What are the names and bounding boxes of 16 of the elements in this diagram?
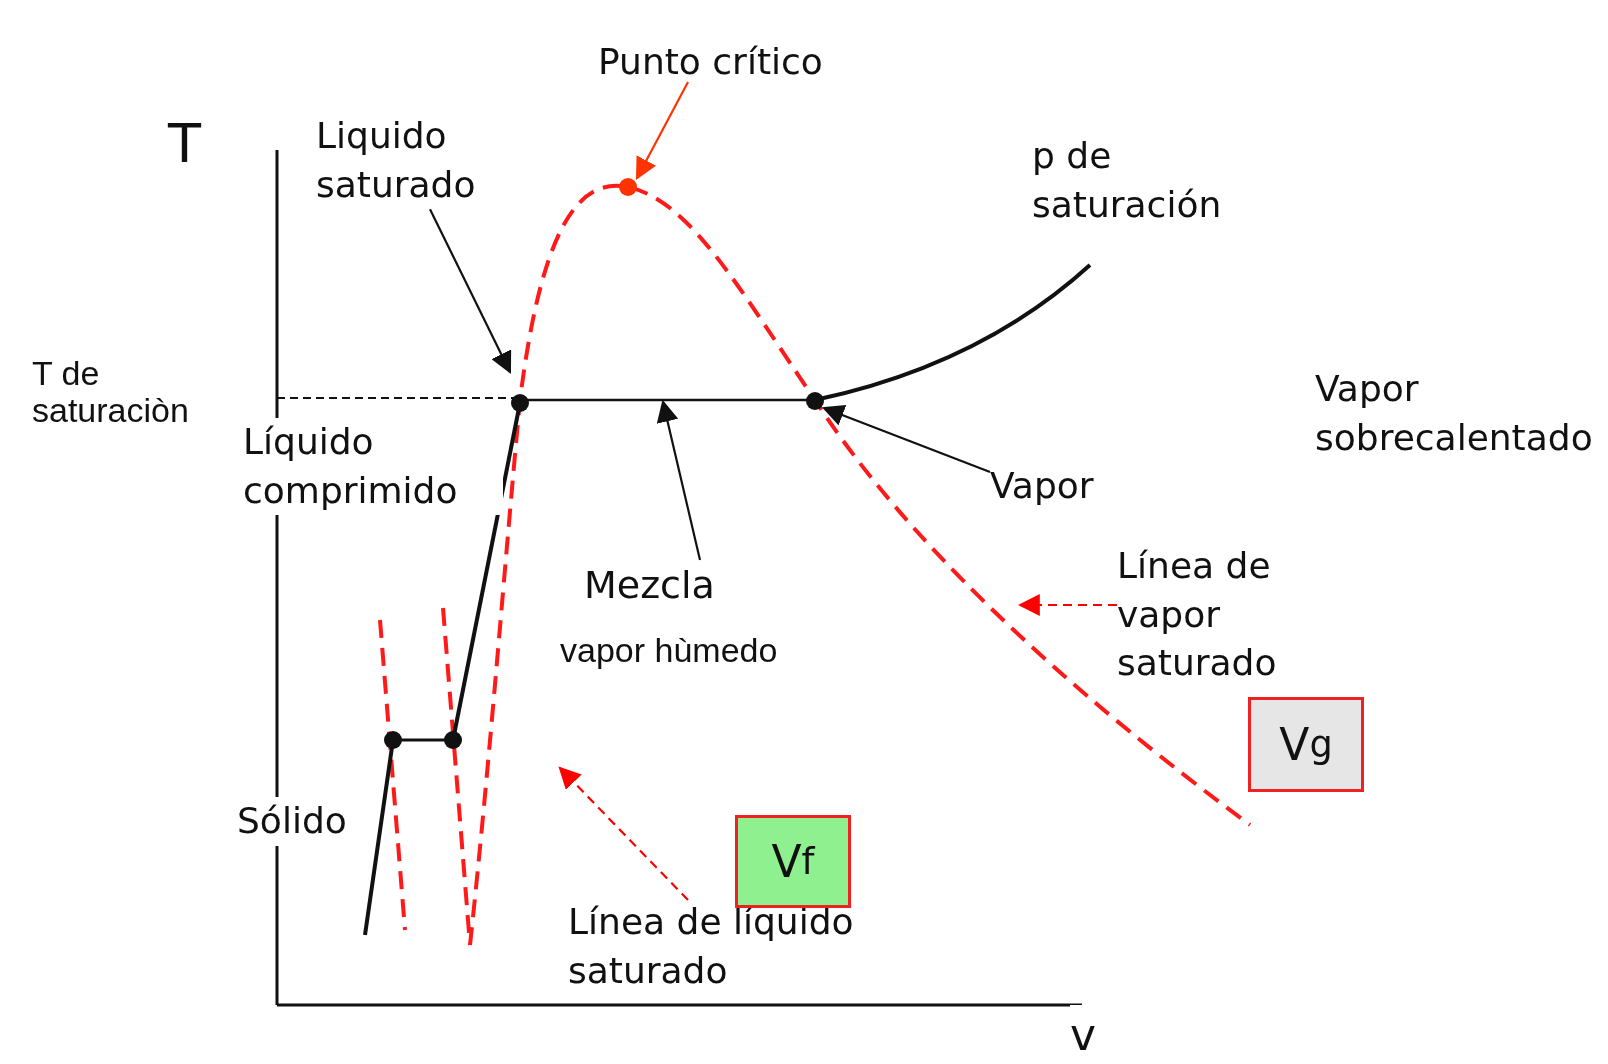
leader-arrow	[429, 208, 512, 374]
callout-label: Línea de vapor saturado	[1117, 542, 1337, 688]
leader-arrow	[656, 399, 702, 561]
saturated-vapor-point	[806, 392, 824, 410]
region-label: Sólido	[237, 797, 347, 846]
leader-arrow	[1017, 594, 1117, 616]
callout-label: Vapor	[990, 462, 1150, 511]
leader-arrow	[821, 404, 991, 474]
critical-point	[619, 178, 637, 196]
region-label: Líquido comprimido	[243, 418, 503, 516]
leader-arrow	[558, 766, 689, 901]
callout-label: Punto crítico	[598, 38, 898, 87]
callout-label: Liquido saturado	[316, 112, 516, 210]
leader-arrow	[635, 81, 689, 180]
region-label: vapor hùmedo	[560, 630, 778, 671]
region-label: Mezcla	[584, 562, 715, 609]
